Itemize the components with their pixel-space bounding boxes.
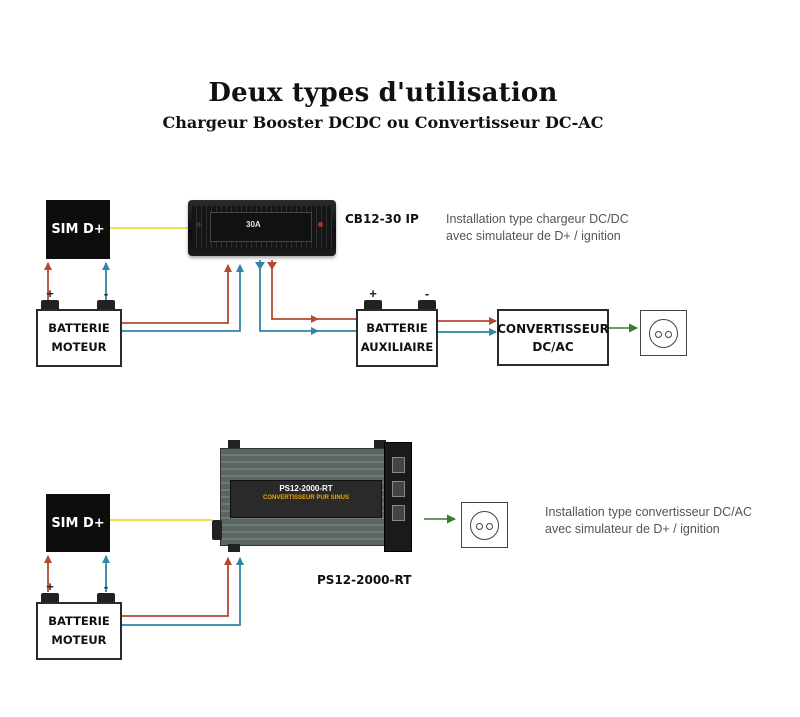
ps12-label-type: CONVERTISSEUR PUR SINUS [262, 495, 349, 501]
power-socket-icon-2 [461, 502, 508, 548]
note-dcac-line-2: avec simulateur de D+ / ignition [545, 522, 720, 536]
pos-wire-battery-cb12 [122, 264, 232, 324]
sim-d-plus-box-2: SIM D+ [46, 494, 110, 552]
pos-wire-cb12-aux [271, 260, 319, 323]
cb12-charger-device: 30A [188, 200, 336, 256]
arrow-down-marker-red [267, 262, 277, 270]
battery-engine-2: BATTERIE MOTEUR [36, 602, 122, 660]
sim-d-plus-box: SIM D+ [46, 200, 110, 259]
battery-engine-line-2: MOTEUR [51, 340, 107, 354]
battery-positive-terminal: + [41, 287, 59, 309]
battery-aux-line-2: AUXILIAIRE [360, 340, 434, 354]
battery-positive-terminal-2: + [41, 580, 59, 602]
ps12-inverter-device: PS12-2000-RT CONVERTISSEUR PUR SINUS [212, 440, 412, 552]
battery-negative-terminal-2: - [97, 580, 115, 602]
ps12-label-plate: PS12-2000-RT CONVERTISSEUR PUR SINUS [230, 480, 382, 518]
sim-label-2: SIM D+ [51, 515, 105, 531]
ps12-device-name: PS12-2000-RT [317, 573, 412, 587]
converter-line-2: DC/AC [532, 339, 574, 354]
battery-engine-line-1: BATTERIE [48, 321, 110, 335]
aux-battery-negative-terminal: - [418, 287, 436, 309]
note-dcdc-line-1: Installation type chargeur DC/DC [446, 212, 629, 226]
power-socket-icon [640, 310, 687, 356]
cb12-device-name: CB12-30 IP [345, 212, 419, 226]
neg-wire-battery-ps12 [122, 557, 244, 626]
page-subtitle: Chargeur Booster DCDC ou Convertisseur D… [162, 113, 604, 132]
battery-negative-terminal: - [97, 287, 115, 309]
ps12-label-model: PS12-2000-RT [279, 484, 333, 493]
neg-wire-battery-cb12 [122, 264, 244, 332]
battery-engine-2-line-2: MOTEUR [51, 633, 107, 647]
battery-engine: BATTERIE MOTEUR [36, 309, 122, 367]
ps12-control-panel [384, 442, 412, 552]
converter-dc-ac-box: CONVERTISSEUR DC/AC [497, 309, 609, 366]
neg-wire-cb12-aux [259, 260, 319, 335]
battery-aux-line-1: BATTERIE [366, 321, 428, 335]
arrow-down-marker-blue [255, 262, 265, 270]
battery-engine-2-line-1: BATTERIE [48, 614, 110, 628]
cb12-label-plate [210, 212, 312, 242]
note-dcac-line-1: Installation type convertisseur DC/AC [545, 505, 753, 519]
note-dcac: Installation type convertisseur DC/AC av… [545, 504, 752, 538]
sim-label: SIM D+ [51, 222, 105, 237]
note-dcdc: Installation type chargeur DC/DC avec si… [446, 211, 629, 245]
battery-auxiliary: BATTERIE AUXILIAIRE [356, 309, 438, 367]
page-title: Deux types d'utilisation [208, 78, 558, 108]
converter-line-1: CONVERTISSEUR [497, 321, 609, 336]
pos-wire-battery-ps12 [122, 557, 232, 617]
aux-battery-positive-terminal: + [364, 287, 382, 309]
cb12-amp-label: 30A [246, 220, 261, 229]
note-dcdc-line-2: avec simulateur de D+ / ignition [446, 229, 621, 243]
